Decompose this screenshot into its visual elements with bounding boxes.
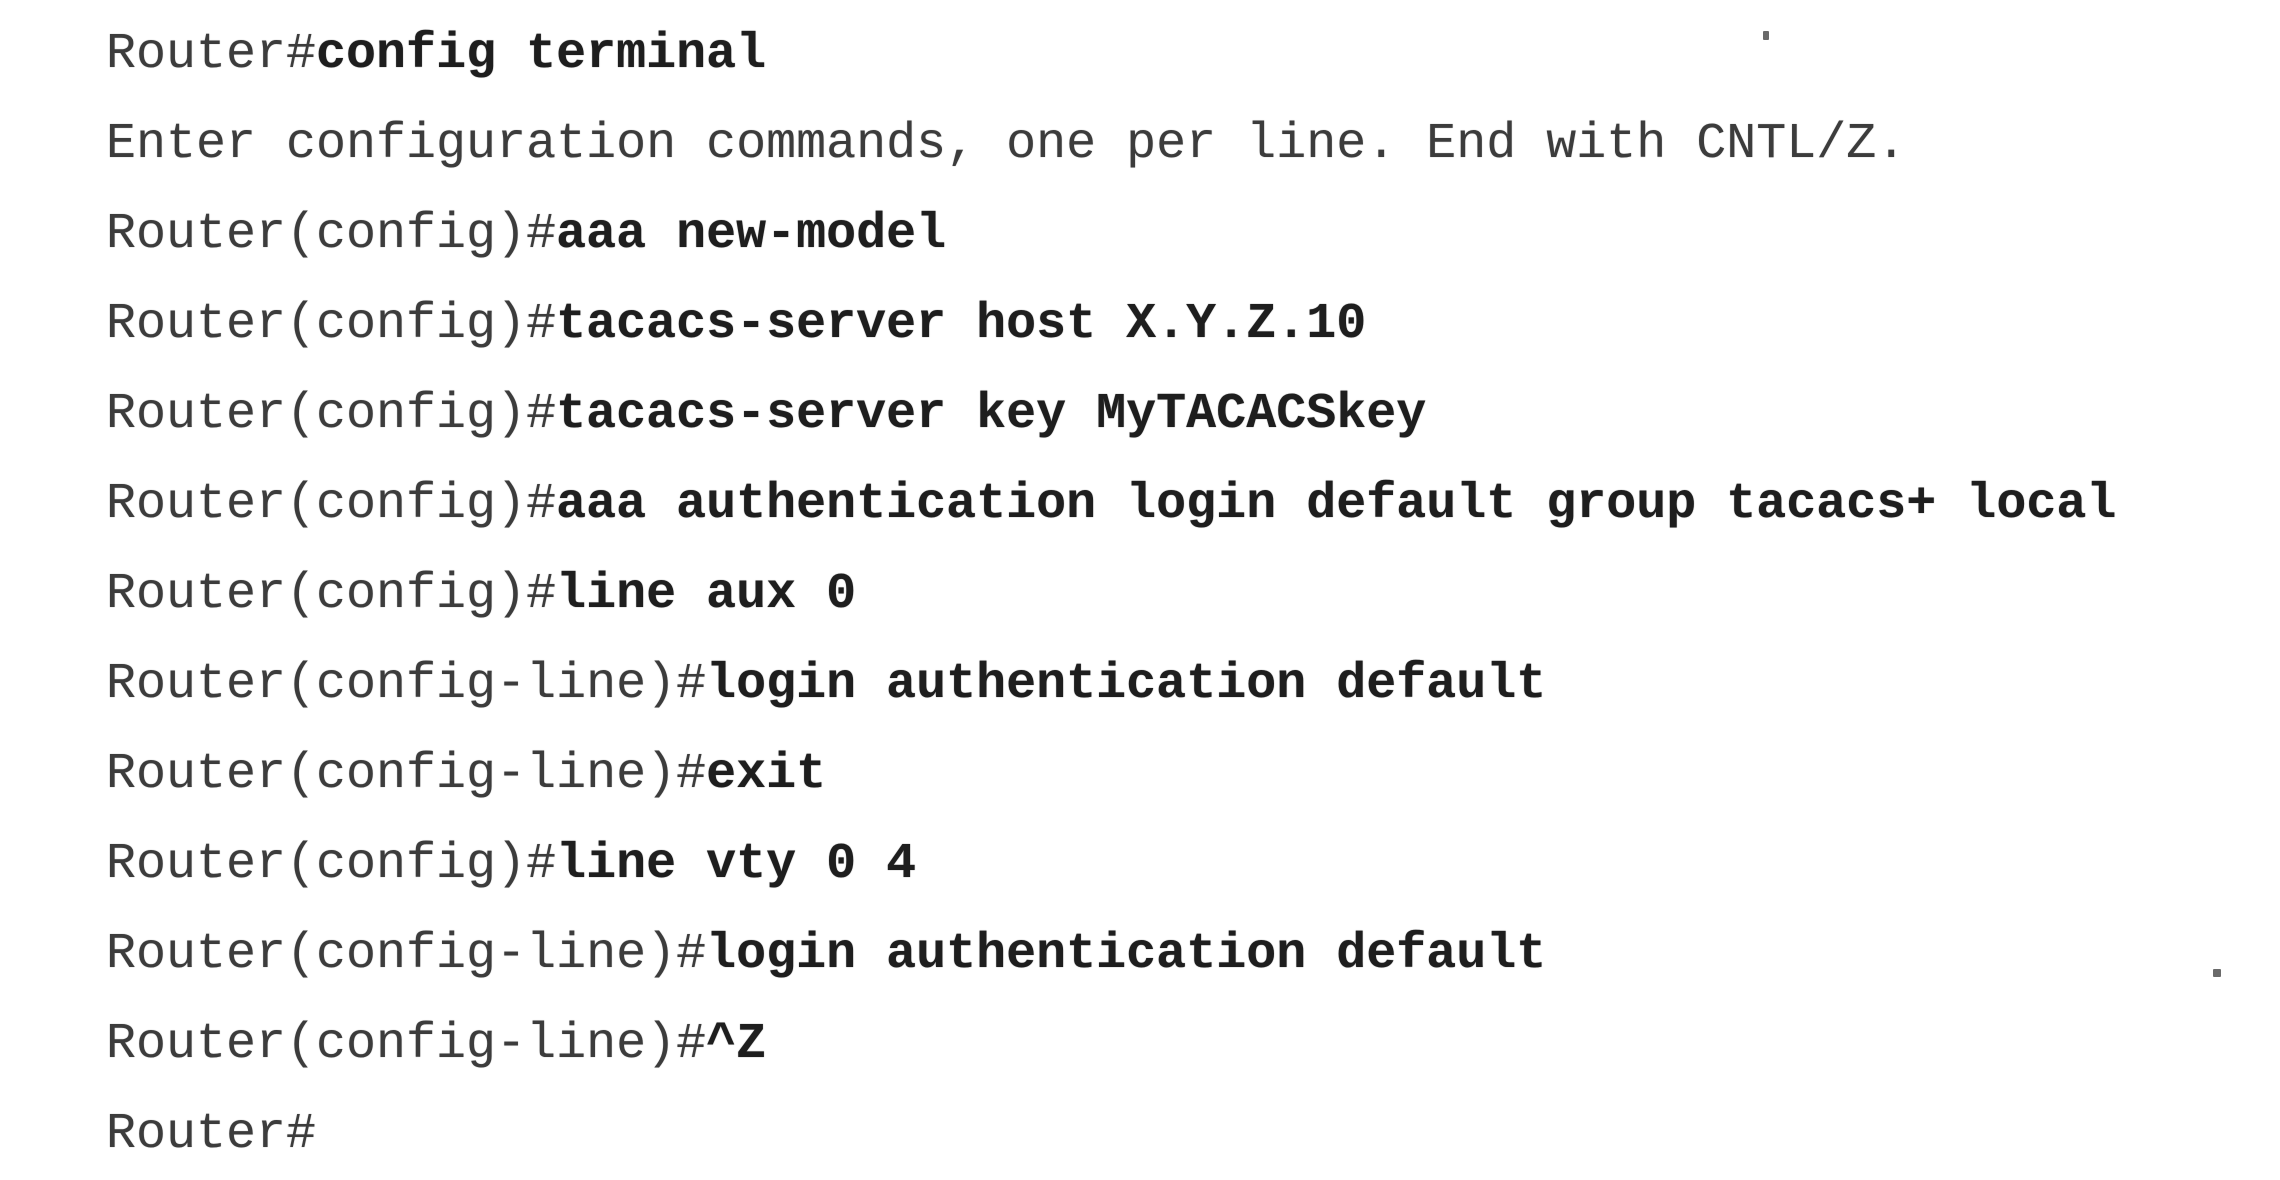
scan-speck bbox=[1763, 31, 1769, 40]
terminal-line: Router(config)#line vty 0 4 bbox=[106, 820, 2280, 910]
prompt-text: Router# bbox=[106, 26, 317, 83]
scan-speck bbox=[2213, 969, 2221, 977]
terminal-line: Router# bbox=[106, 1090, 2280, 1180]
command-text: tacacs-server host X.Y.Z.10 bbox=[556, 296, 1367, 353]
terminal-line: Router#config terminal bbox=[106, 10, 2280, 100]
terminal-transcript: Router#config terminal Enter configurati… bbox=[106, 10, 2280, 1180]
command-text: line aux 0 bbox=[556, 566, 857, 623]
command-text: line vty 0 4 bbox=[556, 836, 917, 893]
prompt-text: Router(config-line)# bbox=[106, 926, 707, 983]
command-text: aaa authentication login default group t… bbox=[556, 476, 2117, 533]
prompt-text: Router(config)# bbox=[106, 296, 557, 353]
terminal-line: Router(config-line)#login authentication… bbox=[106, 910, 2280, 1000]
prompt-text: Router(config-line)# bbox=[106, 656, 707, 713]
prompt-text: Router(config-line)# bbox=[106, 746, 707, 803]
prompt-text: Router# bbox=[106, 1106, 317, 1163]
terminal-line: Router(config)#aaa authentication login … bbox=[106, 460, 2280, 550]
prompt-text: Router(config)# bbox=[106, 206, 557, 263]
prompt-text: Router(config-line)# bbox=[106, 1016, 707, 1073]
prompt-text: Router(config)# bbox=[106, 386, 557, 443]
prompt-text: Router(config)# bbox=[106, 836, 557, 893]
terminal-line: Router(config)#line aux 0 bbox=[106, 550, 2280, 640]
command-text: exit bbox=[706, 746, 827, 803]
command-text: ^Z bbox=[706, 1016, 767, 1073]
terminal-line-output: Enter configuration commands, one per li… bbox=[106, 100, 2280, 190]
terminal-line: Router(config-line)#login authentication… bbox=[106, 640, 2280, 730]
terminal-line: Router(config-line)#exit bbox=[106, 730, 2280, 820]
command-text: tacacs-server key MyTACACSkey bbox=[556, 386, 1427, 443]
command-text: login authentication default bbox=[706, 926, 1547, 983]
command-text: config terminal bbox=[316, 26, 767, 83]
prompt-text: Router(config)# bbox=[106, 476, 557, 533]
terminal-line: Router(config)#tacacs-server key MyTACAC… bbox=[106, 370, 2280, 460]
terminal-line: Router(config)#aaa new-model bbox=[106, 190, 2280, 280]
prompt-text: Router(config)# bbox=[106, 566, 557, 623]
command-text: aaa new-model bbox=[556, 206, 947, 263]
system-output-text: Enter configuration commands, one per li… bbox=[106, 116, 1907, 173]
terminal-line: Router(config)#tacacs-server host X.Y.Z.… bbox=[106, 280, 2280, 370]
terminal-line: Router(config-line)#^Z bbox=[106, 1000, 2280, 1090]
command-text: login authentication default bbox=[706, 656, 1547, 713]
